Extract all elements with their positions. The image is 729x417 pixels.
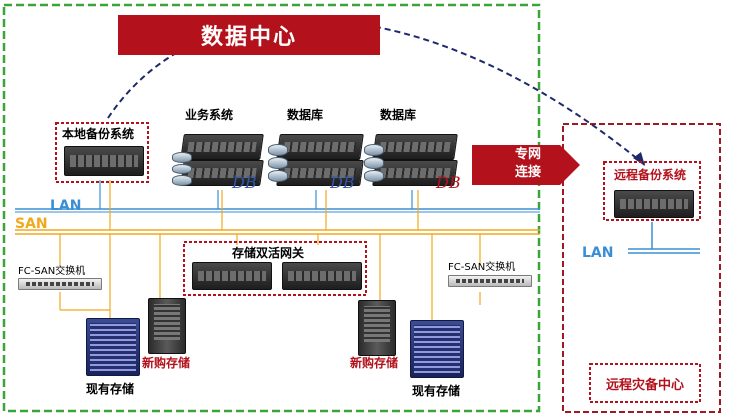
database-icon xyxy=(268,144,288,182)
remote-title-box xyxy=(589,363,701,403)
datacenter-title-banner: 数据中心 xyxy=(118,15,380,55)
link-arrow xyxy=(472,145,580,185)
gateway-label: 存储双活网关 xyxy=(232,246,305,260)
local-backup-server xyxy=(64,146,144,176)
remote-backup-box xyxy=(603,161,701,221)
new-storage-left-label: 新购存储 xyxy=(142,356,191,370)
private-link-label: 专网 连接 xyxy=(514,147,541,180)
lan-label: LAN xyxy=(50,198,82,214)
database2-server xyxy=(372,134,458,160)
db-mark-icon: DB xyxy=(436,173,461,192)
san-label: SAN xyxy=(15,216,48,232)
gateway-box xyxy=(183,241,367,296)
db-mark-icon: DB xyxy=(232,173,257,192)
existing-storage-right xyxy=(410,320,464,378)
fc-switch-right xyxy=(448,275,532,287)
new-storage-right-label: 新购存储 xyxy=(350,356,399,370)
database2-label: 数据库 xyxy=(380,108,417,122)
remote-backup-server xyxy=(614,190,694,218)
local-backup-box xyxy=(55,122,149,183)
gateway-server-1 xyxy=(192,262,272,290)
gateway-server-2 xyxy=(282,262,362,290)
fc-switch-left xyxy=(18,278,102,290)
database-icon xyxy=(172,152,192,186)
db-mark-icon: DB xyxy=(330,173,355,192)
new-storage-right xyxy=(358,300,396,356)
local-backup-label: 本地备份系统 xyxy=(62,127,135,141)
business-system-label: 业务系统 xyxy=(185,108,234,122)
database1-server xyxy=(276,134,364,160)
business-server xyxy=(180,134,264,160)
existing-storage-left-label: 现有存储 xyxy=(86,382,135,396)
datacenter-title: 数据中心 xyxy=(200,25,297,50)
remote-center-title: 远程灾备中心 xyxy=(605,378,684,393)
datacenter-border xyxy=(2,3,541,413)
remote-lan-label: LAN xyxy=(582,245,614,261)
fc-switch-right-label: FC-SAN交换机 xyxy=(448,262,516,273)
remote-center-border xyxy=(562,123,721,413)
existing-storage-right-label: 现有存储 xyxy=(412,384,461,398)
new-storage-left xyxy=(148,298,186,354)
database1-label: 数据库 xyxy=(287,108,324,122)
remote-backup-label: 远程备份系统 xyxy=(614,168,687,182)
fc-switch-left-label: FC-SAN交换机 xyxy=(18,266,86,277)
database-icon xyxy=(364,144,384,182)
existing-storage-left xyxy=(86,318,140,376)
